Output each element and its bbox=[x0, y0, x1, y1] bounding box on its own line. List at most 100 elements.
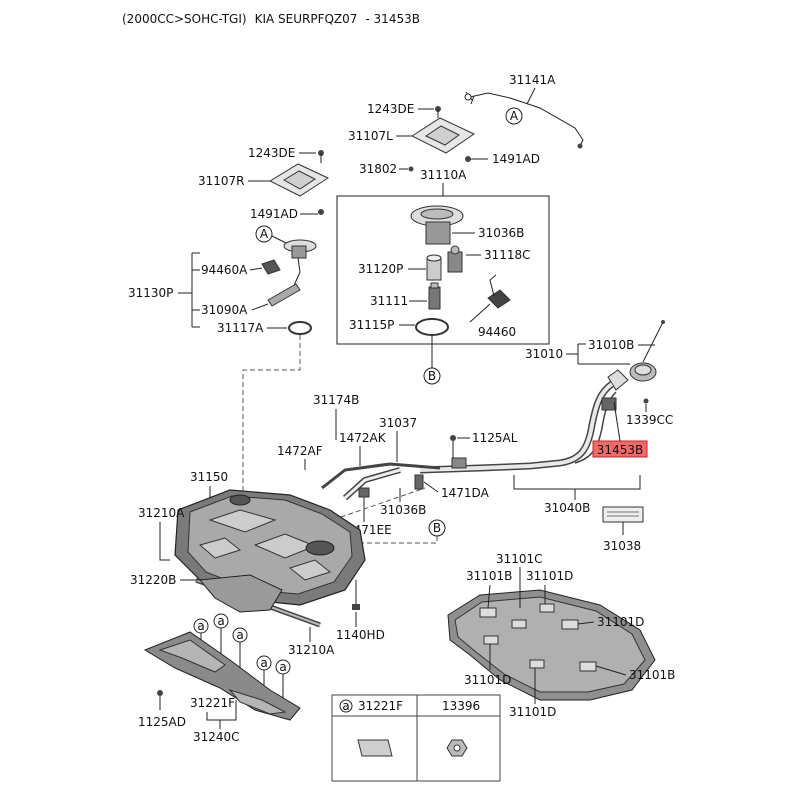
part-label-1472AF[interactable]: 1472AF bbox=[277, 444, 323, 458]
pump-assembly-box bbox=[336, 195, 550, 345]
part-label-31101B-right[interactable]: 31101B bbox=[629, 668, 675, 682]
part-label-31453B: 31453B bbox=[597, 443, 643, 457]
callout-b-top-text: B bbox=[428, 369, 436, 383]
screw-1339CC bbox=[643, 398, 649, 404]
legend-col2-part[interactable]: 13396 bbox=[442, 699, 480, 713]
part-label-31802[interactable]: 31802 bbox=[359, 162, 397, 176]
nut-13396-icon bbox=[446, 739, 468, 757]
part-label-31120P[interactable]: 31120P bbox=[358, 262, 403, 276]
model-code: KIA SEURPFQZ07 bbox=[254, 12, 358, 26]
part-label-31118C[interactable]: 31118C bbox=[484, 248, 531, 262]
part-label-1243DE-top[interactable]: 1243DE bbox=[367, 102, 414, 116]
cover-plate-31107L bbox=[410, 117, 476, 154]
part-label-31220B[interactable]: 31220B bbox=[130, 573, 176, 587]
screw-1243DE-left bbox=[318, 150, 324, 163]
part-label-1140HD[interactable]: 1140HD bbox=[336, 628, 385, 642]
part-label-31141A[interactable]: 31141A bbox=[509, 73, 556, 87]
part-label-1243DE-left[interactable]: 1243DE bbox=[248, 146, 295, 160]
cap-tether bbox=[642, 321, 664, 363]
callout-a-small-2[interactable]: a bbox=[213, 613, 229, 629]
bracket-1125AL bbox=[451, 457, 467, 469]
part-label-31036B-pump[interactable]: 31036B bbox=[478, 226, 524, 240]
part-label-31037[interactable]: 31037 bbox=[379, 416, 417, 430]
legend-col1-part[interactable]: 31221F bbox=[358, 699, 403, 713]
filler-neck-31040B bbox=[419, 369, 629, 474]
part-label-31111[interactable]: 31111 bbox=[370, 294, 408, 308]
part-label-31101D-bottom-left[interactable]: 31101D bbox=[464, 673, 511, 687]
callout-a-small-1[interactable]: a bbox=[193, 618, 209, 634]
pad-31221F-icon bbox=[357, 739, 393, 757]
part-label-31038[interactable]: 31038 bbox=[603, 539, 641, 553]
svg-text:a: a bbox=[197, 619, 204, 633]
pump-module-flange bbox=[410, 205, 464, 245]
pressure-regulator-31118C bbox=[447, 245, 463, 273]
part-label-31101C[interactable]: 31101C bbox=[496, 552, 543, 566]
callout-a-top[interactable]: A bbox=[505, 107, 523, 125]
part-label-31101D-bottom[interactable]: 31101D bbox=[509, 705, 556, 719]
callout-a-small-5[interactable]: a bbox=[275, 659, 291, 675]
tank-underside-view bbox=[447, 589, 656, 701]
header-part-number: - 31453B bbox=[365, 12, 420, 26]
part-label-31010[interactable]: 31010 bbox=[525, 347, 563, 361]
part-label-31130P[interactable]: 31130P bbox=[128, 286, 173, 300]
part-label-31221F[interactable]: 31221F bbox=[190, 696, 235, 710]
part-label-31036B-hose[interactable]: 31036B bbox=[380, 503, 426, 517]
part-label-31010B[interactable]: 31010B bbox=[588, 338, 634, 352]
part-label-31150[interactable]: 31150 bbox=[190, 470, 228, 484]
part-label-31174B[interactable]: 31174B bbox=[313, 393, 359, 407]
part-label-1125AL[interactable]: 1125AL bbox=[472, 431, 518, 445]
part-label-31117A[interactable]: 31117A bbox=[217, 321, 264, 335]
svg-text:a: a bbox=[236, 628, 243, 642]
part-label-31107L[interactable]: 31107L bbox=[348, 129, 393, 143]
cover-plate-31107R bbox=[268, 163, 330, 197]
part-label-31101B-top[interactable]: 31101B bbox=[466, 569, 512, 583]
part-label-31101D-right[interactable]: 31101D bbox=[597, 615, 644, 629]
fuel-pump-31111 bbox=[428, 282, 441, 310]
part-label-1471DA[interactable]: 1471DA bbox=[441, 486, 490, 500]
bolt-1491AD-left bbox=[318, 209, 324, 215]
fuel-cap-31010 bbox=[629, 362, 657, 382]
label-plate-31038 bbox=[602, 506, 644, 523]
part-label-1491AD-top[interactable]: 1491AD bbox=[492, 152, 540, 166]
part-label-31240C[interactable]: 31240C bbox=[193, 730, 240, 744]
legend-table: a 31221F 13396 bbox=[331, 694, 501, 782]
part-label-1491AD-left[interactable]: 1491AD bbox=[250, 207, 298, 221]
part-label-94460A[interactable]: 94460A bbox=[201, 263, 248, 277]
engine-spec: (2000CC>SOHC-TGI) bbox=[122, 12, 247, 26]
part-label-1339CC[interactable]: 1339CC bbox=[626, 413, 673, 427]
svg-text:a: a bbox=[217, 614, 224, 628]
legend-marker: a bbox=[342, 699, 349, 713]
callout-b-mid-text: B bbox=[433, 521, 441, 535]
callout-b-mid[interactable]: B bbox=[428, 519, 446, 537]
grommet-31802 bbox=[408, 166, 414, 172]
callout-a-small-3[interactable]: a bbox=[232, 627, 248, 643]
part-label-31115P[interactable]: 31115P bbox=[349, 318, 394, 332]
part-label-31110A[interactable]: 31110A bbox=[420, 168, 467, 182]
gasket-31115P bbox=[415, 318, 449, 336]
under-cover-31240C bbox=[143, 631, 301, 721]
svg-text:a: a bbox=[260, 656, 267, 670]
vent-hose-31141A bbox=[464, 91, 584, 149]
part-label-1125AD[interactable]: 1125AD bbox=[138, 715, 186, 729]
gasket-31117A bbox=[288, 321, 312, 335]
bolt-1125AL bbox=[450, 435, 456, 460]
bolt-1140HD bbox=[352, 580, 360, 610]
part-label-31210A-left[interactable]: 31210A bbox=[138, 506, 185, 520]
callout-a-left[interactable]: A bbox=[255, 225, 273, 243]
bolt-1491AD-top bbox=[465, 156, 471, 162]
callout-b-top[interactable]: B bbox=[423, 367, 441, 385]
part-label-1472AK[interactable]: 1472AK bbox=[339, 431, 387, 445]
part-label-94460[interactable]: 94460 bbox=[478, 325, 516, 339]
filter-31120P bbox=[426, 254, 442, 281]
part-label-31090A[interactable]: 31090A bbox=[201, 303, 248, 317]
part-label-31040B[interactable]: 31040B bbox=[544, 501, 590, 515]
highlighted-part-31453B[interactable]: 31453B bbox=[592, 440, 648, 458]
part-label-31101D-top[interactable]: 31101D bbox=[526, 569, 573, 583]
callout-a-small-4[interactable]: a bbox=[256, 655, 272, 671]
part-label-31107R[interactable]: 31107R bbox=[198, 174, 245, 188]
leader-dashed-left bbox=[240, 335, 301, 499]
svg-text:a: a bbox=[279, 660, 286, 674]
clamp-1471EE bbox=[358, 487, 370, 498]
part-label-31210A-bottom[interactable]: 31210A bbox=[288, 643, 335, 657]
